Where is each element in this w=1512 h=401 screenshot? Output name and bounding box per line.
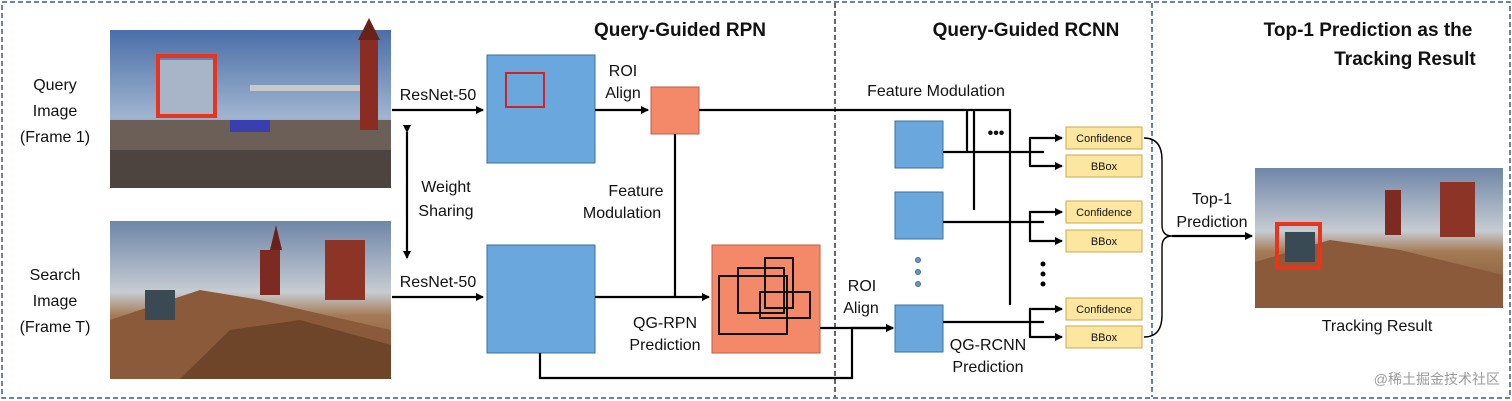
bbox-box-1 — [1065, 154, 1143, 178]
result-section-title-line2: Tracking Result — [1334, 49, 1476, 70]
query-image — [110, 18, 391, 188]
branch-1b — [1028, 152, 1063, 170]
feature-modulation-rcnn-line — [699, 108, 1012, 305]
weight-sharing-label-line1: Weight — [421, 179, 471, 196]
feature-modulation-rcnn-label: Feature Modulation — [867, 83, 1005, 100]
roi-align-top-label-line2: Align — [605, 85, 641, 102]
branch-2b — [1028, 222, 1063, 245]
rcnn-roi-feature-1 — [894, 120, 944, 169]
query-image-label-line1: Query — [33, 77, 77, 94]
qg-rpn-label-line1: QG-RPN — [633, 315, 697, 332]
bbox-label-1: BBox — [1091, 161, 1118, 173]
vertical-dots-left — [915, 257, 921, 287]
bbox-box-2 — [1065, 229, 1143, 253]
roi-align-bottom-label-line2: Align — [843, 300, 879, 317]
query-target-box — [156, 54, 217, 118]
tracking-result-box — [1275, 222, 1322, 270]
feature-modulation-rpn-label-line2: Modulation — [583, 205, 661, 222]
confidence-label-3: Confidence — [1076, 304, 1132, 316]
rcnn-roi-feature-2 — [894, 191, 944, 240]
resnet-top-label: ResNet-50 — [400, 87, 477, 104]
feature-modulation-rpn-label-line1: Feature — [608, 183, 663, 200]
confidence-box-2 — [1065, 200, 1143, 224]
qg-rcnn-label-line1: QG-RCNN — [950, 337, 1026, 354]
branch-1 — [1028, 134, 1063, 152]
rpn-section-title: Query-Guided RPN — [594, 20, 766, 41]
output-group-2: Confidence BBox — [1065, 200, 1143, 253]
confidence-box-1 — [1065, 126, 1143, 150]
top1-label-line1: Top-1 — [1192, 191, 1232, 208]
query-roi-box — [505, 72, 545, 108]
query-image-label-line2: Image — [33, 103, 78, 120]
search-image-label-line1: Search — [30, 267, 81, 284]
roi-align-top-label-line1: ROI — [609, 63, 637, 80]
tracking-result-label: Tracking Result — [1322, 318, 1433, 335]
horizontal-ellipsis: ••• — [988, 125, 1005, 142]
search-image — [110, 221, 391, 379]
bbox-label-2: BBox — [1091, 236, 1118, 248]
weight-sharing-label-line2: Sharing — [418, 203, 473, 220]
search-image-label-line2: Image — [33, 293, 78, 310]
branch-3 — [1028, 305, 1063, 322]
roi-align-bottom-label-line1: ROI — [848, 278, 876, 295]
bbox-label-3: BBox — [1091, 332, 1118, 344]
confidence-label-1: Confidence — [1076, 133, 1132, 145]
query-roi-feature — [650, 86, 700, 135]
qg-rcnn-label-line2: Prediction — [952, 359, 1023, 376]
resnet-bottom-label: ResNet-50 — [400, 274, 477, 291]
branch-2 — [1028, 208, 1063, 222]
bbox-box-3 — [1065, 325, 1143, 349]
output-group-3: Confidence BBox — [1065, 297, 1143, 349]
top1-label-line2: Prediction — [1176, 214, 1247, 231]
search-image-label-line3: (Frame T) — [20, 319, 91, 336]
watermark-text: @稀土掘金技术社区 — [1374, 371, 1500, 387]
tracking-result-image — [1255, 168, 1503, 308]
result-section-title-line1: Top-1 Prediction as the — [1264, 20, 1473, 41]
confidence-label-2: Confidence — [1076, 207, 1132, 219]
search-feature-map — [486, 244, 596, 354]
query-image-label-line3: (Frame 1) — [20, 129, 90, 146]
output-group-1: Confidence BBox — [1065, 126, 1143, 178]
rpn-proposal-boxes — [718, 257, 811, 335]
top1-brace — [1143, 137, 1173, 338]
query-feature-map — [486, 54, 596, 164]
rcnn-roi-feature-3 — [894, 304, 944, 353]
confidence-box-3 — [1065, 297, 1143, 321]
branch-3b — [1028, 322, 1063, 341]
rcnn-section-title: Query-Guided RCNN — [933, 20, 1120, 41]
qg-rpn-label-line2: Prediction — [629, 337, 700, 354]
vertical-dots-right — [1040, 261, 1046, 287]
